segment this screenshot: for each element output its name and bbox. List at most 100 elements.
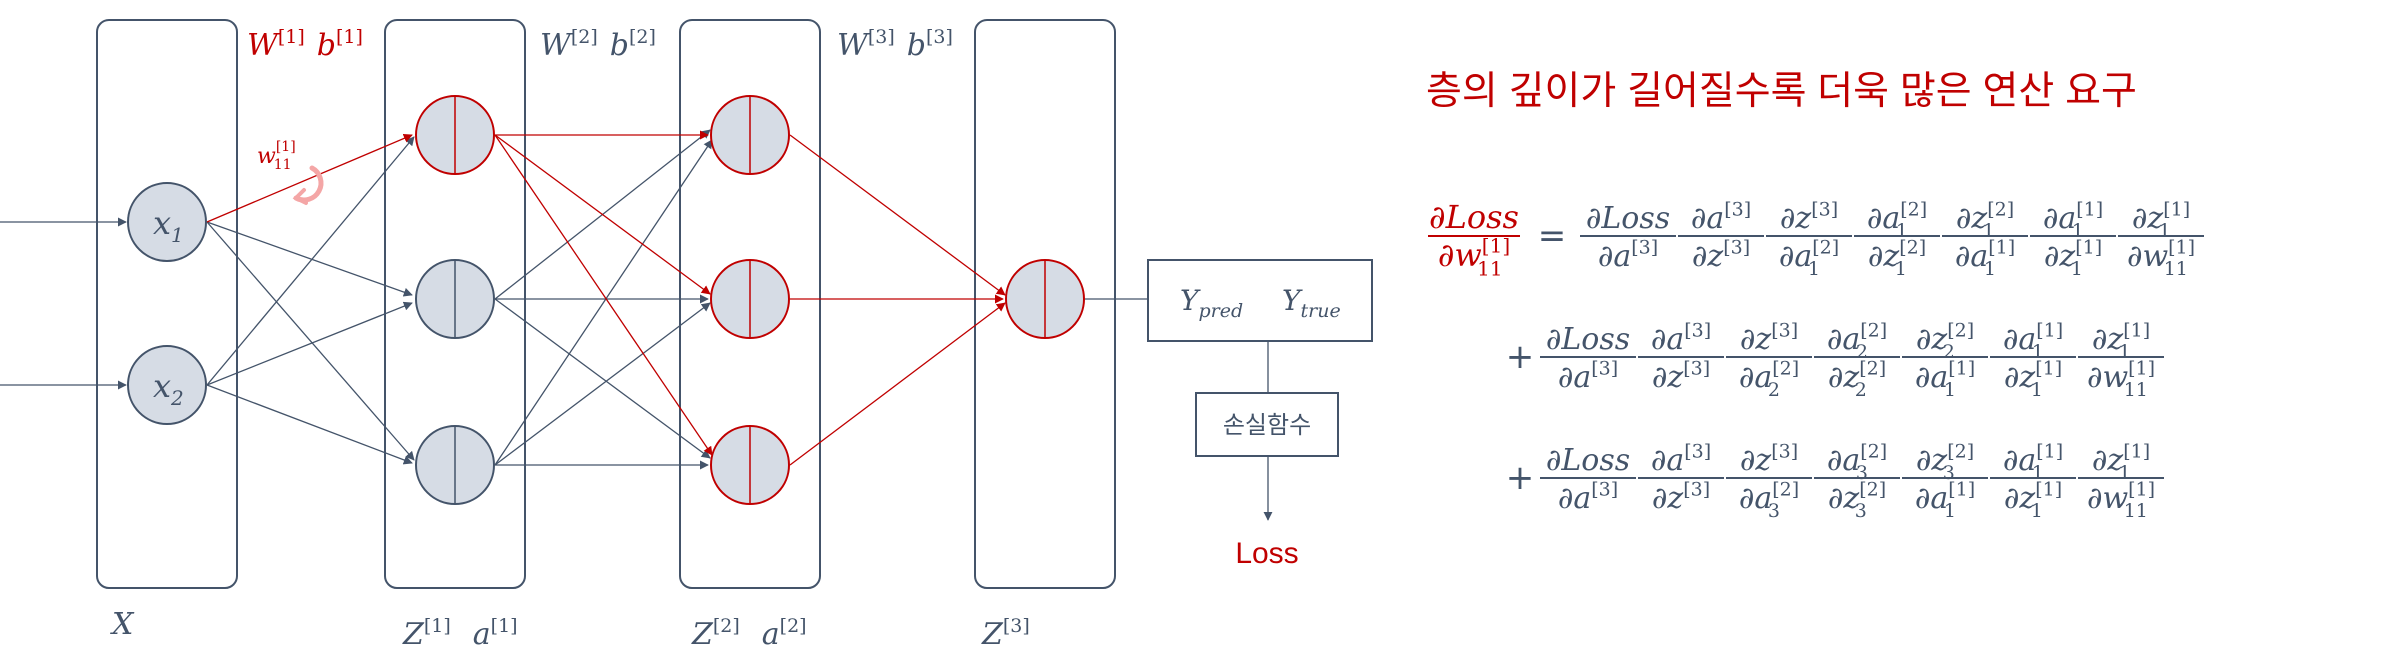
- row2-term-1-numerator: ∂z[3]: [1740, 440, 1798, 478]
- edge-x1-h12: [206, 221, 413, 297]
- row0-term-4-denominator: ∂z[1]1: [2044, 236, 2102, 280]
- layer3-params-label: W[3]b[3]: [837, 26, 953, 63]
- edge-h12-h23: [494, 298, 711, 459]
- nodes: [127, 95, 1085, 505]
- row0-term-0-denominator: ∂z[3]: [1692, 236, 1750, 274]
- hidden1-layer-label: Z[1]a[1]: [402, 615, 518, 652]
- row1-term-4: ∂a[1]1∂z[1]1: [1990, 319, 2076, 401]
- row0-term-5: ∂z[1]1∂w[1]11: [2118, 198, 2204, 280]
- loss-label: Loss: [1235, 537, 1298, 570]
- chain-rule-equation: ∂Loss∂w[1]11=∂Loss∂a[3]∂a[3]∂z[3]∂z[3]∂a…: [1428, 198, 2204, 522]
- row0-term-2: ∂a[2]1∂z[2]1: [1854, 198, 1940, 280]
- edge-h21-out: [789, 134, 1006, 296]
- row1-term-1-denominator: ∂a[2]2: [1739, 357, 1799, 401]
- row2-loss-fraction: ∂Loss∂a[3]: [1540, 443, 1636, 516]
- row2-term-4-numerator: ∂a[1]1: [2003, 440, 2063, 484]
- row0-term-3-denominator: ∂a[1]1: [1955, 236, 2015, 280]
- row2-term-1: ∂z[3]∂a[2]3: [1726, 440, 1812, 522]
- edge-x1-h13: [206, 221, 415, 461]
- row0-loss-fraction-numerator: ∂Loss: [1586, 201, 1670, 236]
- edge-h11-h23: [494, 134, 713, 456]
- row1-term-0-numerator: ∂a[3]: [1651, 319, 1711, 357]
- row0-loss-fraction: ∂Loss∂a[3]: [1580, 201, 1676, 274]
- lhs-fraction: ∂Loss∂w[1]11: [1428, 198, 1520, 281]
- row0-term-1-numerator: ∂z[3]: [1780, 198, 1838, 236]
- row2-term-3: ∂z[2]3∂a[1]1: [1902, 440, 1988, 522]
- hidden-layer-2-box: [679, 19, 821, 589]
- row1-term-0: ∂a[3]∂z[3]: [1638, 319, 1724, 395]
- x1-label: x1: [153, 204, 184, 247]
- row2-term-1-denominator: ∂a[2]3: [1739, 478, 1799, 522]
- row1-term-1-numerator: ∂z[3]: [1740, 319, 1798, 357]
- edge-h13-h21: [494, 139, 713, 466]
- y-pred-label: Ypred: [1180, 284, 1243, 322]
- edge-x2-h11: [206, 136, 415, 386]
- row0-term-3: ∂z[2]1∂a[1]1: [1942, 198, 2028, 280]
- row2-term-2-denominator: ∂z[2]3: [1828, 478, 1886, 522]
- row1-term-0-denominator: ∂z[3]: [1652, 357, 1710, 395]
- row1-term-2: ∂a[2]2∂z[2]2: [1814, 319, 1900, 401]
- input-node-x1: [127, 182, 207, 262]
- edge-h11-h22: [494, 134, 711, 295]
- edge-h13-h22: [494, 302, 711, 466]
- layer1-params-label: W[1]b[1]: [247, 26, 363, 63]
- row2-term-4-denominator: ∂z[1]1: [2004, 478, 2062, 522]
- row1-loss-fraction-denominator: ∂a[3]: [1558, 357, 1618, 395]
- row2-term-0-denominator: ∂z[3]: [1652, 478, 1710, 516]
- layer-boxes: [96, 19, 1116, 589]
- hidden-layer-1-box: [384, 19, 526, 589]
- row2-loss-fraction-denominator: ∂a[3]: [1558, 478, 1618, 516]
- update-arrow-icon: [292, 165, 324, 205]
- row2-term-0: ∂a[3]∂z[3]: [1638, 440, 1724, 516]
- prediction-box: [1147, 259, 1373, 342]
- lhs-fraction-denominator: ∂w[1]11: [1438, 234, 1510, 281]
- headline: 층의 깊이가 길어질수록 더욱 많은 연산 요구: [1426, 70, 2137, 113]
- edge-x2-h12: [206, 301, 413, 386]
- layer2-params-label: W[2]b[2]: [540, 26, 656, 63]
- row1-term-4-denominator: ∂z[1]1: [2004, 357, 2062, 401]
- equals-sign: =: [1538, 216, 1567, 256]
- edge-x1-h11: [206, 134, 413, 223]
- hidden2-layer-label: Z[2]a[2]: [691, 615, 807, 652]
- output-layer-label: Z[3]: [981, 615, 1030, 652]
- gray-edges: [0, 129, 1273, 521]
- row2-term-5-numerator: ∂z[1]1: [2092, 440, 2150, 484]
- weight-w11-label: w[1]11: [257, 139, 296, 173]
- row2-term-0-numerator: ∂a[3]: [1651, 440, 1711, 478]
- row1-term-5-denominator: ∂w[1]11: [2087, 357, 2155, 401]
- output-layer-box: [974, 19, 1116, 589]
- edge-h23-out: [789, 302, 1006, 466]
- row0-term-5-denominator: ∂w[1]11: [2127, 236, 2195, 280]
- row0-term-4-numerator: ∂a[1]1: [2043, 198, 2103, 242]
- x2-label: x2: [153, 367, 184, 410]
- row0-term-4: ∂a[1]1∂z[1]1: [2030, 198, 2116, 280]
- row1-term-2-denominator: ∂z[2]2: [1828, 357, 1886, 401]
- loss-function-box: [1195, 392, 1339, 457]
- y-true-label: Ytrue: [1282, 284, 1341, 322]
- row0-term-1-denominator: ∂a[2]1: [1779, 236, 1839, 280]
- row1-term-5: ∂z[1]1∂w[1]11: [2078, 319, 2164, 401]
- row2-term-2: ∂a[2]3∂z[2]3: [1814, 440, 1900, 522]
- row2-term-5: ∂z[1]1∂w[1]11: [2078, 440, 2164, 522]
- row0-term-2-numerator: ∂a[2]1: [1867, 198, 1927, 242]
- row1-loss-fraction-numerator: ∂Loss: [1546, 322, 1630, 357]
- edge-x2-h13: [206, 384, 413, 465]
- row1-term-3-denominator: ∂a[1]1: [1915, 357, 1975, 401]
- input-layer-label: X: [110, 607, 135, 642]
- row2-loss-fraction-numerator: ∂Loss: [1546, 443, 1630, 478]
- input-node-x2: [127, 345, 207, 425]
- row0-term-1: ∂z[3]∂a[2]1: [1766, 198, 1852, 280]
- plus-sign-2: +: [1506, 458, 1535, 498]
- row2-term-5-denominator: ∂w[1]11: [2087, 478, 2155, 522]
- row1-term-1: ∂z[3]∂a[2]2: [1726, 319, 1812, 401]
- red-edges: [206, 130, 1006, 466]
- row2-term-4: ∂a[1]1∂z[1]1: [1990, 440, 2076, 522]
- row1-term-3: ∂z[2]2∂a[1]1: [1902, 319, 1988, 401]
- loss-function-label: 손실함수: [1223, 412, 1311, 439]
- row0-term-0-numerator: ∂a[3]: [1691, 198, 1751, 236]
- row0-term-2-denominator: ∂z[2]1: [1868, 236, 1926, 280]
- row0-loss-fraction-denominator: ∂a[3]: [1598, 236, 1658, 274]
- input-layer-box: [96, 19, 238, 589]
- row0-term-0: ∂a[3]∂z[3]: [1678, 198, 1764, 274]
